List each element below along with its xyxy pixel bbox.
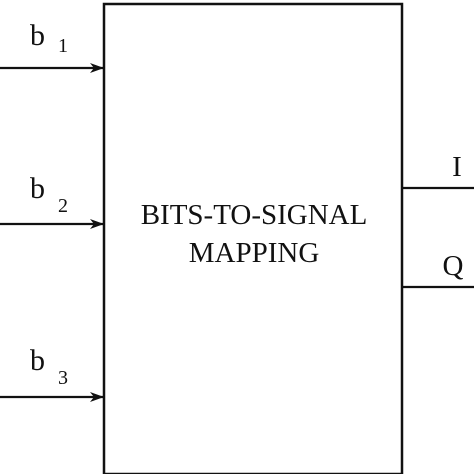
block-title-line2: MAPPING — [189, 237, 320, 269]
output-label-i: I — [452, 151, 462, 183]
block-title-line1: BITS-TO-SIGNAL — [141, 199, 368, 231]
input-label-b2-base: b — [30, 172, 45, 205]
input-label-b3: b 3 — [30, 344, 68, 389]
input-label-b2-sub: 2 — [58, 195, 68, 217]
mapping-block — [102, 2, 404, 474]
input-label-b1-sub: 1 — [58, 35, 68, 57]
input-label-b3-sub: 3 — [58, 367, 68, 389]
input-label-b1-base: b — [30, 19, 45, 52]
output-label-q: Q — [443, 250, 464, 282]
input-label-b1: b 1 — [30, 19, 68, 57]
input-label-b2: b 2 — [30, 172, 68, 217]
input-label-b3-base: b — [30, 344, 45, 377]
